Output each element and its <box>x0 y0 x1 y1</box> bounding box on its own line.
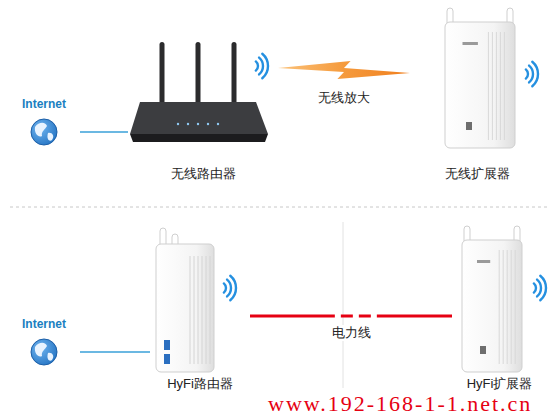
signal-arc <box>537 280 541 297</box>
signal-arc <box>230 276 236 301</box>
wireless-bolt <box>278 61 410 79</box>
edge-label: 无线放大 <box>315 90 373 106</box>
wifi-signal <box>256 54 268 79</box>
logo-mark <box>477 260 490 263</box>
device-fin <box>515 250 516 364</box>
device-illustration <box>128 36 278 182</box>
power-line <box>250 315 452 318</box>
signal-arc <box>259 58 263 75</box>
button-mark <box>466 122 472 130</box>
device-fin <box>198 256 199 364</box>
device-node: HyFi路由器 <box>150 222 250 392</box>
section-separator <box>10 207 547 208</box>
device-illustration <box>410 6 545 182</box>
button-mark <box>480 346 486 354</box>
globe-icon <box>31 339 57 365</box>
signal-arc <box>534 283 536 292</box>
device-illustration <box>452 222 547 392</box>
signal-arc <box>526 69 528 78</box>
device-label: Internet <box>22 316 66 332</box>
device-illustration <box>150 222 250 392</box>
device-fin <box>194 256 195 364</box>
watermark-text: www.192-168-1-1.net.cn <box>268 393 532 415</box>
signal-arc <box>532 62 538 87</box>
device-fin <box>499 250 500 364</box>
device-label: 无线路由器 <box>171 166 236 182</box>
device-fin <box>202 256 203 364</box>
signal-arc <box>256 61 258 70</box>
device-fin <box>504 32 505 140</box>
port-mark <box>164 340 170 350</box>
status-led <box>187 123 189 125</box>
signal-arc <box>224 283 226 292</box>
globe-icon <box>31 119 57 145</box>
device-fin <box>210 256 211 364</box>
router-front-face <box>130 134 268 142</box>
device-fin <box>488 32 489 140</box>
device-body <box>445 22 515 148</box>
continent-shape <box>47 133 53 141</box>
router-antenna <box>232 42 237 106</box>
device-label: Internet <box>22 96 66 112</box>
device-fin <box>190 256 191 364</box>
signal-arc <box>227 280 231 297</box>
router-antenna <box>196 42 201 106</box>
signal-arc <box>540 276 546 301</box>
continent-shape <box>47 353 53 361</box>
status-led <box>217 123 219 125</box>
device-label: 无线扩展器 <box>445 166 510 182</box>
internet-node: Internet <box>8 96 80 148</box>
status-led <box>197 123 199 125</box>
logo-mark <box>463 42 478 45</box>
port-mark <box>164 354 170 364</box>
device-fin <box>500 32 501 140</box>
device-body <box>462 240 522 372</box>
divider-line <box>343 222 344 388</box>
continent-shape <box>35 123 47 137</box>
device-fin <box>496 32 497 140</box>
network-cable <box>80 351 150 353</box>
globe-sphere <box>31 339 57 365</box>
status-led <box>177 123 179 125</box>
wifi-signal <box>224 276 236 301</box>
signal-arc <box>262 54 268 79</box>
network-cable <box>80 131 128 133</box>
globe-sphere <box>31 119 57 145</box>
wifi-signal <box>534 276 546 301</box>
router-top-face <box>130 102 268 134</box>
device-node: HyFi扩展器 <box>452 222 547 392</box>
device-fin <box>206 256 207 364</box>
device-node: 无线路由器 <box>128 36 278 182</box>
device-label: HyFi路由器 <box>167 376 233 392</box>
device-node: 无线扩展器 <box>410 6 545 182</box>
device-fin <box>503 250 504 364</box>
device-fin <box>492 32 493 140</box>
wifi-signal <box>526 62 538 87</box>
device-fin <box>511 250 512 364</box>
device-body <box>156 244 214 372</box>
signal-arc <box>529 66 533 83</box>
continent-shape <box>35 343 47 357</box>
internet-node: Internet <box>8 316 80 368</box>
edge-label: 电力线 <box>329 325 374 341</box>
device-fin <box>507 250 508 364</box>
router-antenna <box>160 42 165 106</box>
device-label: HyFi扩展器 <box>467 376 533 392</box>
status-led <box>207 123 209 125</box>
